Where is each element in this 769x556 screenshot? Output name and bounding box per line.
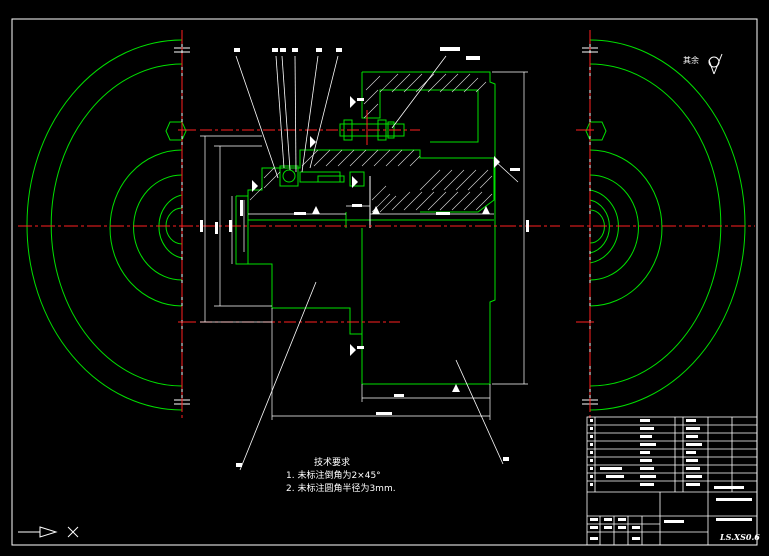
- technical-requirement-item: 2. 未标注圆角半径为3mm.: [286, 484, 396, 494]
- finish-symbol: [708, 53, 723, 75]
- surface-finish-note: 其余: [683, 56, 699, 65]
- left-view-centerlines: [18, 30, 200, 420]
- section-centerlines: [200, 110, 560, 323]
- right-end-view: [585, 39, 746, 411]
- drawing-number: LS.XS0.6: [720, 532, 760, 542]
- title-block-text-marks: [590, 419, 752, 540]
- leader-lines: [235, 55, 504, 471]
- projection-symbol: [18, 526, 79, 538]
- surface-finish-marks: [252, 96, 500, 392]
- sheet-border: [11, 18, 758, 546]
- section-view: [235, 71, 496, 385]
- technical-requirements-title: 技术要求: [314, 458, 351, 468]
- right-view-centerlines: [570, 30, 755, 420]
- title-block: [586, 416, 758, 546]
- section-hatching: [249, 73, 493, 213]
- leader-text-marks: [200, 47, 529, 467]
- technical-requirements: 技术要求 1. 未标注倒角为2×45° 2. 未标注圆角半径为3mm.: [286, 457, 396, 496]
- technical-requirement-item: 1. 未标注倒角为2×45°: [286, 471, 381, 481]
- left-end-view: [26, 39, 187, 411]
